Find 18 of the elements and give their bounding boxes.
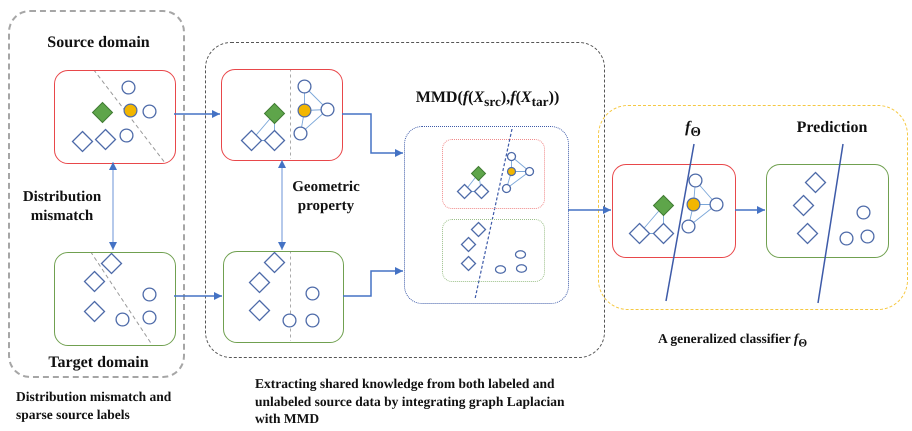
heading: MMD(f(X$_{src}$),f(X$_{tar}$))	[414, 89, 560, 110]
arrow	[568, 206, 611, 214]
group-panel	[598, 105, 908, 310]
group-panel	[205, 42, 605, 358]
caption: Distribution mismatch and sparse source labels	[16, 388, 172, 424]
caption: A generalized classifier f$_{Θ}$	[658, 330, 808, 352]
caption: Extracting shared knowledge from both labeled and unlabeled source data by integrating graph Laplacian with MMD	[255, 375, 566, 428]
arrow	[342, 113, 403, 157]
arrow	[735, 206, 765, 214]
heading: Target domain	[47, 354, 150, 372]
heading: Source domain	[46, 34, 151, 52]
arrow	[109, 162, 117, 250]
heading: f$_{Θ}$	[684, 119, 702, 140]
heading: Prediction	[796, 119, 868, 137]
arrow	[174, 292, 222, 300]
arrow	[174, 110, 220, 118]
arrow	[343, 267, 403, 297]
arrow	[278, 160, 286, 250]
